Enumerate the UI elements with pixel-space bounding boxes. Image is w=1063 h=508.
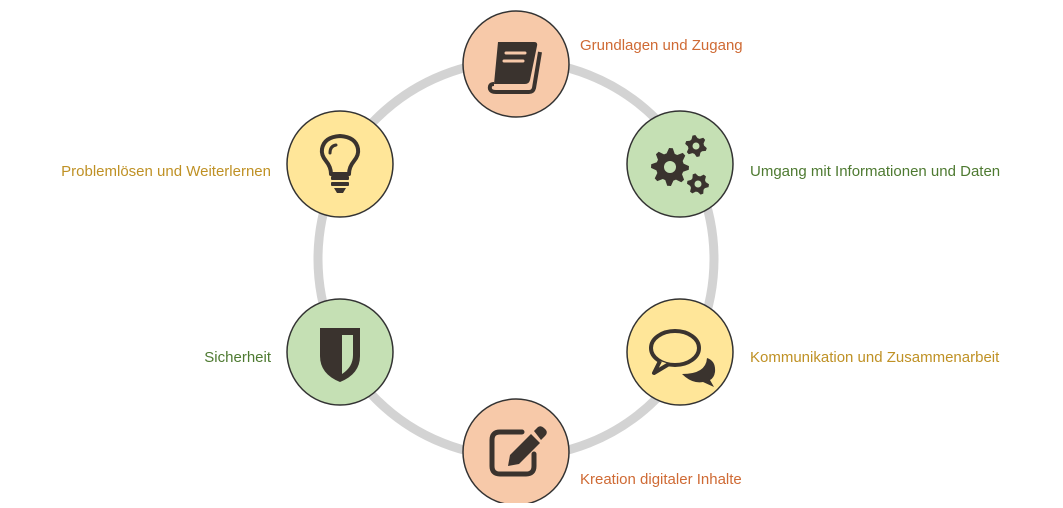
node-lightbulb xyxy=(286,110,394,218)
lightbulb-icon xyxy=(319,134,361,193)
node-label-problemloesen-und-weiterlernen: Problemlösen und Weiterlernen xyxy=(61,163,271,180)
node-chat-bubbles xyxy=(626,298,734,406)
node-circle xyxy=(286,110,394,218)
node-label-grundlagen-und-zugang: Grundlagen und Zugang xyxy=(580,37,743,54)
chat-bubbles-icon xyxy=(649,329,716,387)
node-edit xyxy=(462,398,570,506)
node-label-kreation-digitaler-inhalte: Kreation digitaler Inhalte xyxy=(580,471,742,488)
nodes-layer xyxy=(286,10,734,506)
node-label-sicherheit: Sicherheit xyxy=(204,349,271,366)
edit-icon xyxy=(489,426,547,477)
node-shield xyxy=(286,298,394,406)
gears-icon xyxy=(651,135,709,195)
book-icon xyxy=(487,42,542,94)
node-book xyxy=(462,10,570,118)
node-gears xyxy=(626,110,734,218)
node-label-kommunikation-und-zusammenarbeit: Kommunikation und Zusammenarbeit xyxy=(750,349,1000,366)
node-label-umgang-mit-informationen-und-daten: Umgang mit Informationen und Daten xyxy=(750,163,1001,180)
shield-icon xyxy=(320,328,360,382)
